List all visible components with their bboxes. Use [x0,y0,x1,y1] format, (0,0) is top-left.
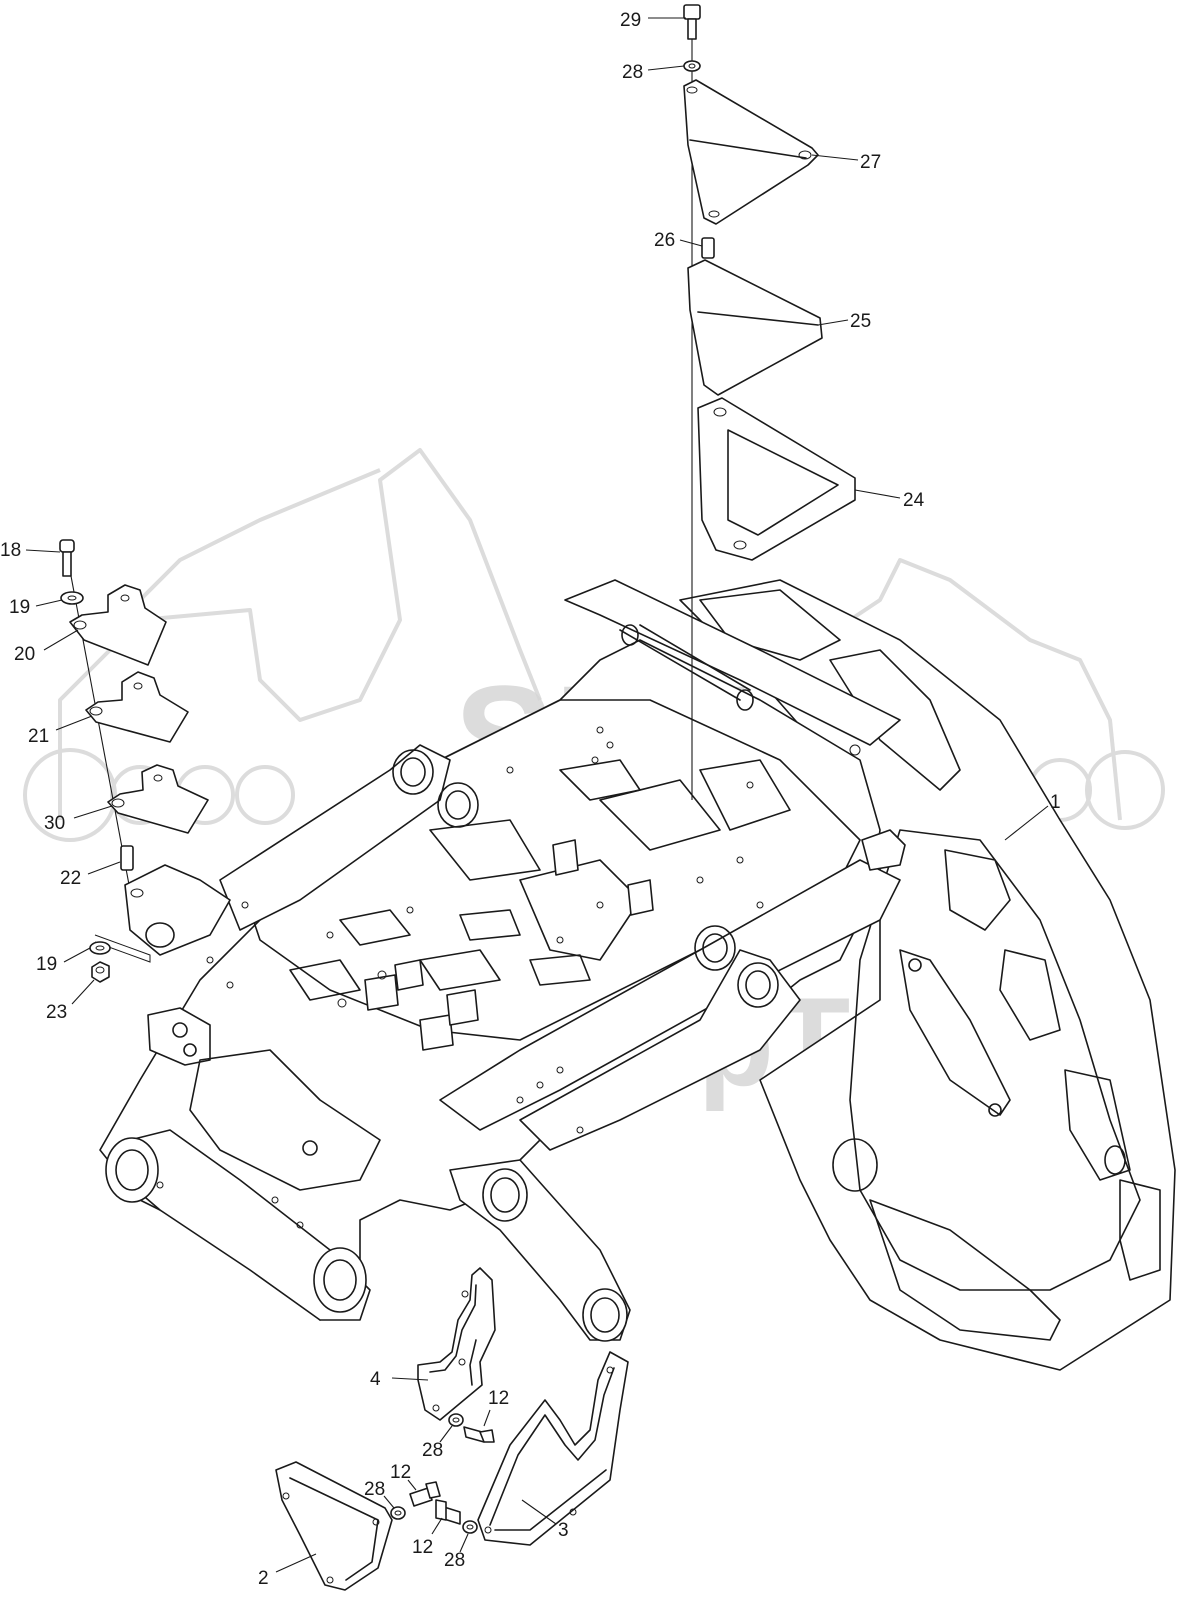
top-right-bracket-stack [683,4,856,800]
callout-18: 18 [0,540,21,561]
callout-3: 3 [558,1520,569,1541]
callout-28-top: 28 [622,62,643,83]
callout-26: 26 [654,230,675,251]
callout-19-top: 19 [9,597,30,618]
plate-20 [69,584,167,666]
callout-24: 24 [903,490,925,511]
callout-12-upper: 12 [488,1388,509,1409]
washer-28-upper [448,1413,464,1427]
bracket-plate-2 [275,1461,393,1591]
plate-24 [697,397,856,561]
bolt-12-upper [463,1426,495,1443]
callout-12-middle: 12 [390,1462,411,1483]
plate-27 [683,79,819,225]
callout-12-lower: 12 [412,1537,433,1558]
callout-27: 27 [860,152,881,173]
callout-28-lower: 28 [444,1550,465,1571]
lug-bracket [124,864,231,956]
callout-2: 2 [258,1568,269,1589]
callout-22: 22 [60,868,81,889]
washer-28-top [683,60,701,72]
washer-28-middle [390,1506,406,1520]
callout-1: 1 [1050,792,1061,813]
frame-holes [156,726,861,1229]
washer-19-bottom [89,941,111,955]
bolt-12-middle [409,1481,441,1507]
plate-21 [85,671,189,743]
callout-23: 23 [46,1002,67,1023]
callout-19-bottom: 19 [36,954,57,975]
spacer-26 [701,237,715,259]
callouts: 29 28 27 26 25 24 18 19 20 21 30 22 19 2… [0,10,1061,1589]
bracket-plate-4 [417,1267,496,1421]
bottom-brackets [275,1267,629,1591]
washer-28-lower [462,1520,478,1534]
callout-21: 21 [28,726,49,747]
callout-30: 30 [44,813,65,834]
bolt-18 [59,539,75,577]
nut-23 [91,961,110,983]
bracket-plate-3 [477,1351,629,1546]
callout-20: 20 [14,644,35,665]
washer-19-top [60,591,84,605]
callout-4: 4 [370,1369,381,1390]
callout-29: 29 [620,10,641,31]
spacer-22 [120,845,134,871]
callout-28-upper: 28 [422,1440,443,1461]
bolt-29 [683,4,701,40]
callout-25: 25 [850,311,871,332]
callout-28-middle: 28 [364,1479,385,1500]
plate-30 [107,764,209,834]
main-frame [99,579,1176,1371]
left-bracket-stack [59,539,231,983]
plate-25 [687,259,823,396]
bolt-12-lower [435,1499,461,1525]
